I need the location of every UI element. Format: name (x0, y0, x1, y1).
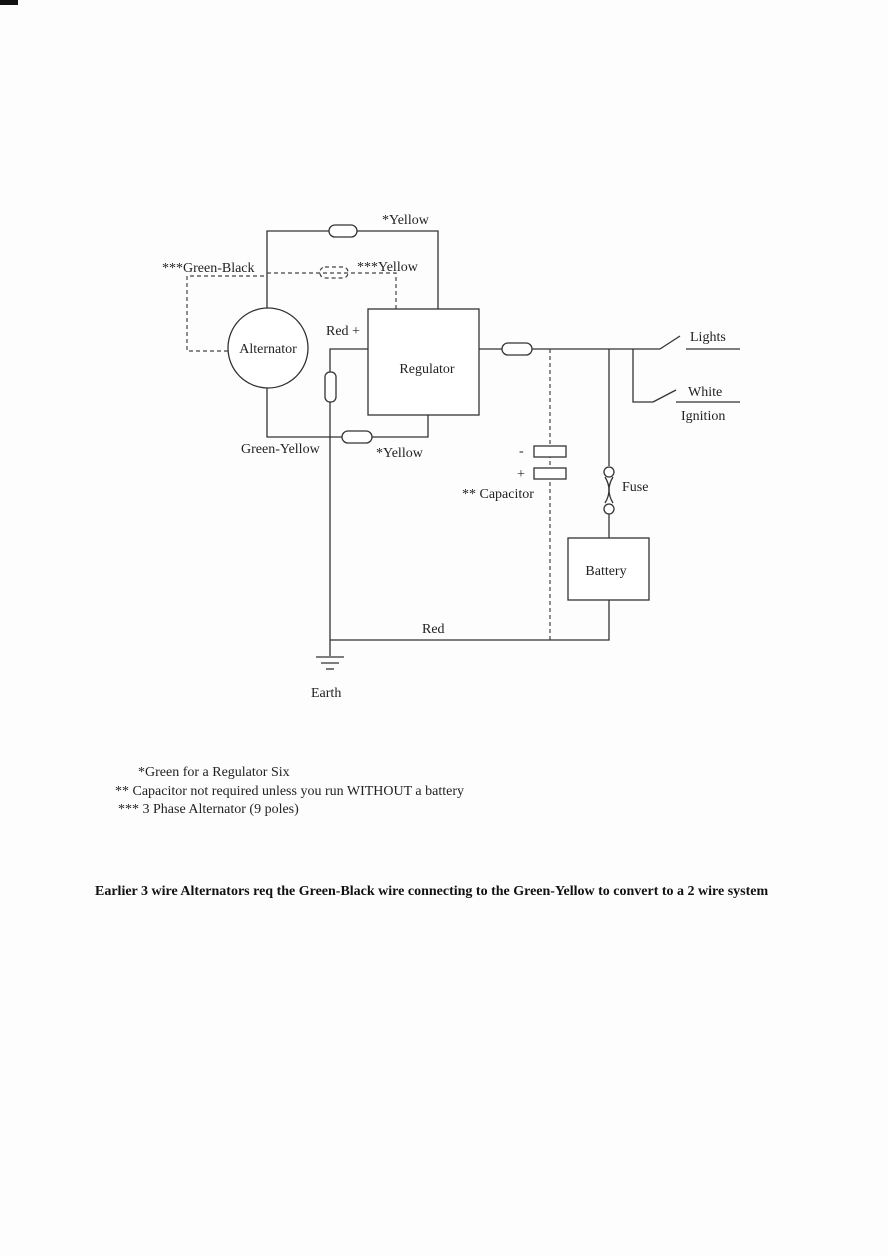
fuse-terminal-bottom (603, 503, 615, 515)
label-lights: Lights (690, 330, 726, 345)
label-cap-plus: + (517, 467, 525, 482)
yellow-dashed-connector (319, 266, 349, 279)
label-alternator: Alternator (239, 342, 297, 357)
label-regulator: Regulator (399, 362, 455, 377)
battery-return-wire (330, 600, 610, 641)
note-green-regulator: *Green for a Regulator Six (138, 765, 290, 780)
lights-switch (659, 335, 681, 350)
label-green-yellow: Green-Yellow (241, 442, 321, 457)
label-battery: Battery (585, 564, 626, 579)
fuse-element-2 (608, 476, 614, 504)
capacitor-plus-plate (533, 467, 567, 480)
yellow-top-connector (328, 224, 358, 238)
label-red-plus: Red + (326, 324, 360, 339)
label-white: White (688, 385, 722, 400)
red-plus-connector (324, 371, 337, 403)
yellow-dashed-wire (267, 272, 397, 309)
footer-note: Earlier 3 wire Alternators req the Green… (95, 884, 769, 899)
capacitor-minus-plate (533, 445, 567, 458)
ignition-wire (632, 349, 653, 403)
label-yellow-bottom: *Yellow (376, 446, 424, 461)
label-cap-minus: - (519, 444, 524, 459)
ignition-switch (652, 389, 677, 403)
label-earth: Earth (311, 686, 341, 701)
note-capacitor: ** Capacitor not required unless you run… (115, 784, 465, 799)
regulator-box (367, 308, 480, 416)
red-plus-wire (329, 348, 368, 640)
label-fuse: Fuse (622, 480, 648, 495)
green-black-dashed-wire (186, 275, 267, 352)
scan-mark (0, 0, 18, 5)
label-red-bottom: Red (422, 622, 445, 637)
green-yellow-connector (341, 430, 373, 444)
fuse-terminal-top (603, 466, 615, 478)
label-capacitor: ** Capacitor (462, 487, 534, 502)
label-ignition: Ignition (681, 409, 725, 424)
label-green-black: ***Green-Black (162, 261, 255, 276)
label-yellow-dashed: ***Yellow (357, 260, 419, 275)
label-yellow-top: *Yellow (382, 213, 430, 228)
alternator-circle (227, 307, 309, 389)
output-connector (501, 342, 533, 356)
note-three-phase: *** 3 Phase Alternator (9 poles) (118, 802, 299, 817)
